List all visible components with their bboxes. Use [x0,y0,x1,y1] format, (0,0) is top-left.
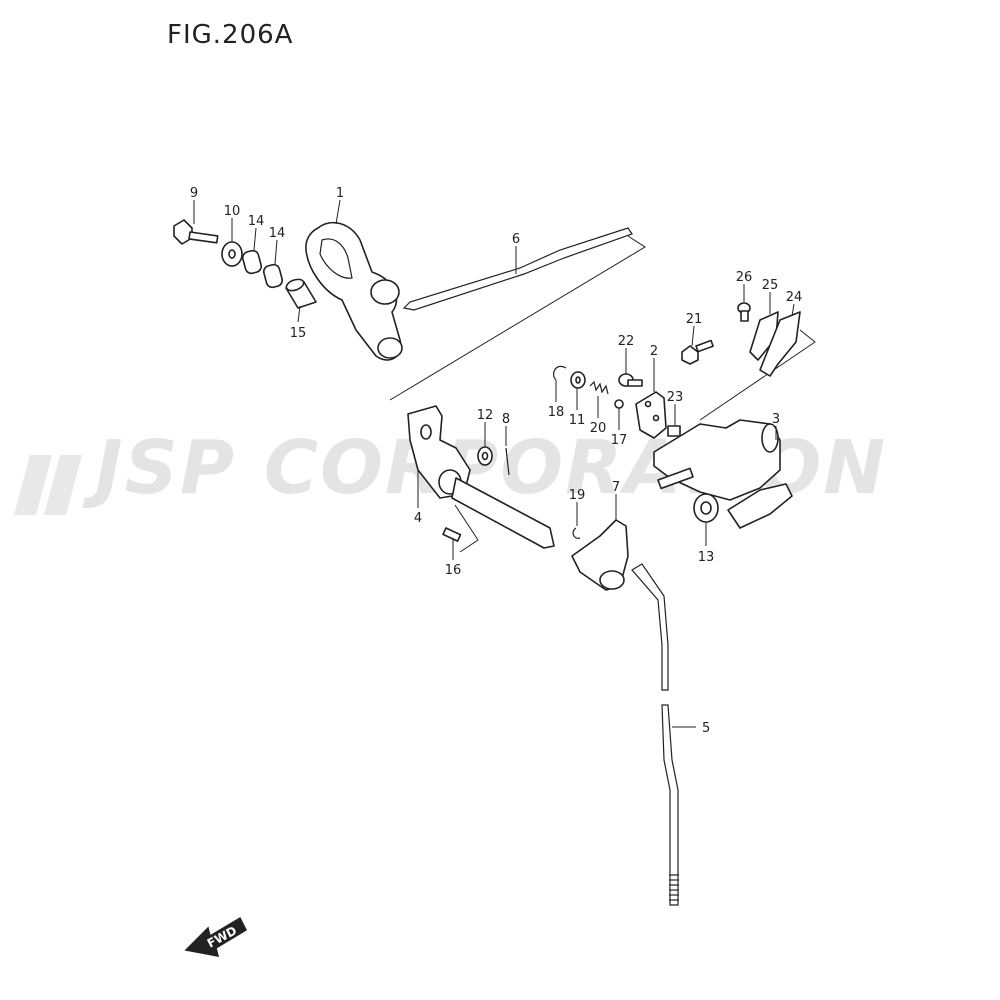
part-5-rod-thread [669,874,679,901]
callout-12: 12 [477,408,494,423]
callout-10: 10 [224,204,241,219]
callout-8: 8 [502,412,510,427]
guide-line-lever-to-bracket [389,235,646,401]
callout-1: 1 [336,186,344,201]
bolt-head [681,345,699,365]
callout-5: 5 [702,721,710,736]
callout-9: 9 [190,186,198,201]
callout-14a: 14 [248,214,265,229]
part-20-spring [589,380,609,395]
callout-23: 23 [667,390,684,405]
guide-line-housing-to-plate [699,329,816,421]
plate-hole-2 [652,414,660,422]
callout-15: 15 [290,326,307,341]
callout-6: 6 [512,232,520,247]
part-23-pin [667,425,681,437]
part-14-clip-b [262,263,284,289]
callout-labels: 9 10 14 14 1 15 6 26 25 24 21 22 2 23 18… [190,186,802,736]
bolt-shank [188,231,219,244]
part-15-collar [285,278,317,309]
callout-19: 19 [569,488,586,503]
fwd-label: FWD [205,924,239,951]
lever-hub [377,337,403,359]
housing-shaft [657,467,694,490]
watermark-stripe-2 [44,455,82,515]
callout-3: 3 [772,412,780,427]
joint-end [599,570,625,590]
part-14-clip-a [241,249,263,275]
part-3-housing [653,419,793,529]
callout-16: 16 [445,563,462,578]
part-26-bolt [737,302,751,322]
part-19-clip [572,527,581,539]
callout-25: 25 [762,278,779,293]
callout-7: 7 [612,480,620,495]
lever-window [319,238,353,279]
bolt-shank [695,339,714,353]
washer-hole [700,501,712,515]
part-16-pin [442,527,462,542]
part-11-washer [570,371,586,389]
part-22-bolt [618,373,643,387]
lever-body [305,221,402,361]
part-5-rod-upper [631,563,669,691]
callout-26: 26 [736,270,753,285]
lever-boss [370,279,400,305]
callout-21: 21 [686,312,703,327]
part-18-circlip [553,365,567,381]
bracket-hole [420,424,432,440]
callout-11: 11 [569,413,586,428]
housing-boss [761,423,779,453]
callout-leader-lines [193,199,795,728]
part-13-washer [693,493,719,523]
part-4-shaft-bracket [407,405,555,549]
plate-body [635,391,667,439]
bolt-shank [740,310,749,322]
part-17-ball [614,399,624,409]
part-12-washer [477,446,493,466]
part-8-cotter-pin [505,447,510,476]
plate-hole-1 [644,400,652,408]
callout-20: 20 [590,421,607,436]
callout-22: 22 [618,334,635,349]
part-25-plate [749,311,779,361]
callout-17: 17 [611,433,628,448]
callout-14b: 14 [269,226,286,241]
part-7-joint [571,519,629,591]
part-21-bolt [681,339,714,365]
part-6-link-rod [402,227,633,311]
callout-13: 13 [698,550,715,565]
bracket-shaft [451,477,555,549]
bolt-shank [627,379,643,387]
washer-hole [228,249,236,259]
guide-line-pin-16 [454,504,479,553]
fwd-direction-marker: FWD [184,916,247,957]
callout-4: 4 [414,511,422,526]
part-2-plate [635,391,667,439]
part-1-lever [305,221,403,361]
callout-2: 2 [650,344,658,359]
fwd-arrow-icon [184,916,247,957]
part-5-rod-lower [661,704,679,906]
part-9-bolt [173,219,219,245]
part-24-plate [759,311,801,377]
callout-24: 24 [786,290,803,305]
assembly-guide-lines [389,235,816,553]
washer-hole [481,451,489,461]
figure-title: FIG.206A [167,20,294,50]
housing-arm [727,483,793,529]
washer-hole [575,376,581,384]
callout-18: 18 [548,405,565,420]
watermark-stripe-1 [14,455,52,515]
part-10-washer [221,241,243,267]
collar-end [285,278,305,292]
